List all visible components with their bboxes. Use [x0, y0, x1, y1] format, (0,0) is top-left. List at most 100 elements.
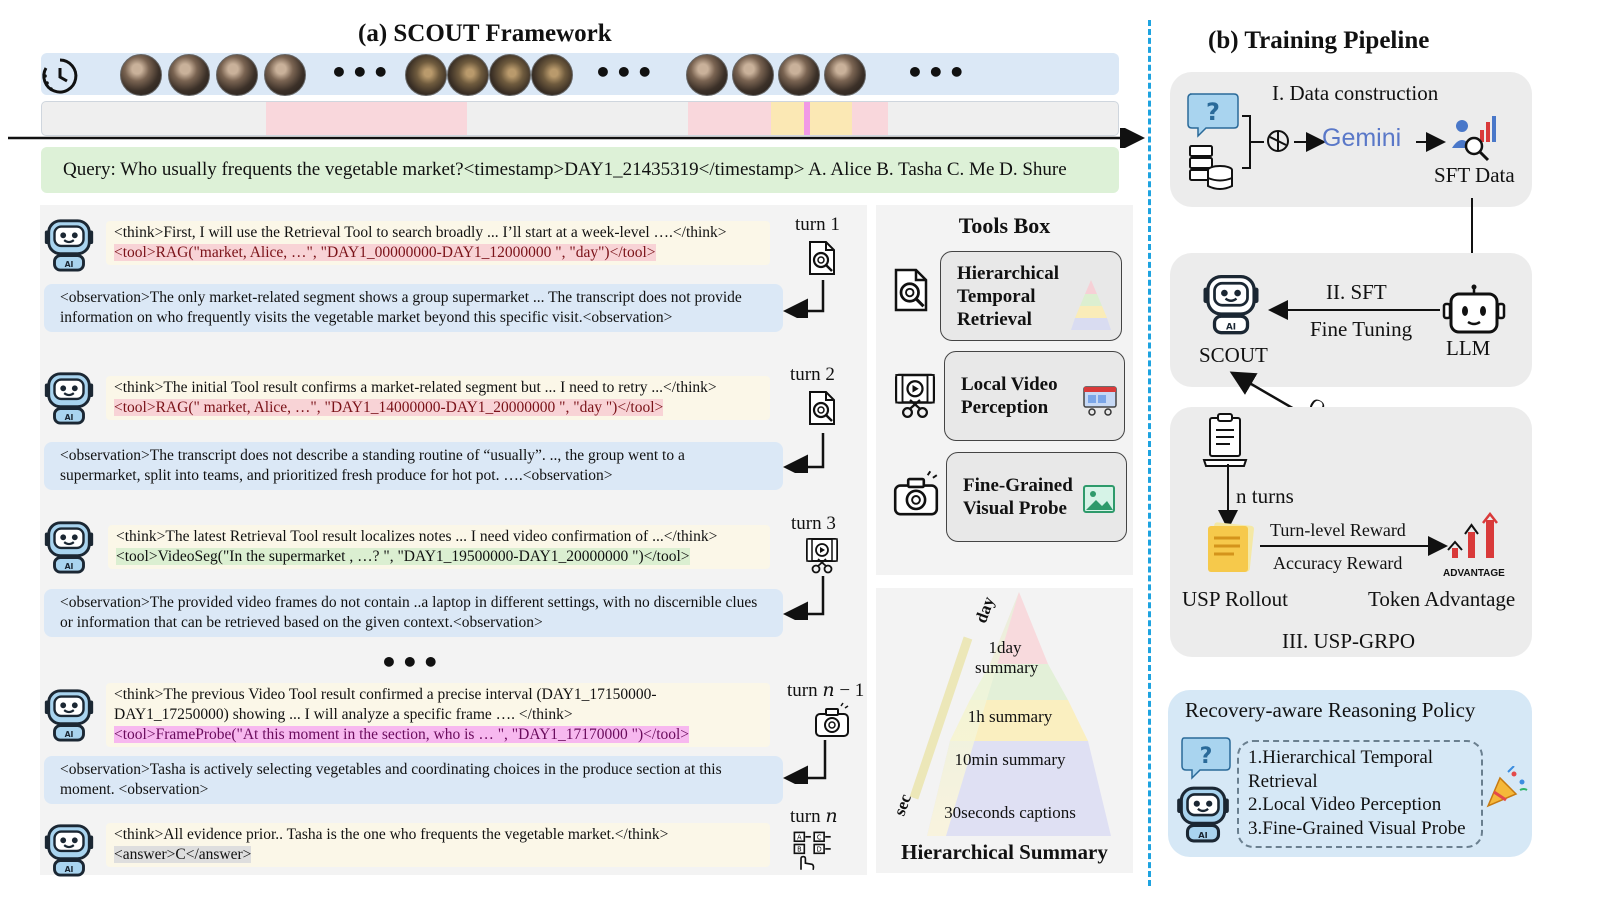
arrow-connector [1294, 132, 1326, 152]
summary-level: 30seconds captions [944, 803, 1076, 822]
token-advantage-label: Token Advantage [1368, 587, 1516, 611]
video-frame-thumbnail [447, 54, 489, 96]
image-icon [1083, 485, 1115, 513]
turn-label: turn 2 [790, 364, 835, 385]
think-block-turn-2: <think>The initial Tool result confirms … [106, 376, 770, 420]
checklist-document-icon [1202, 413, 1248, 467]
scout-agent-icon [40, 820, 98, 878]
tool-card-hierarchical-temporal-retrieval: Hierarchical Temporal Retrieval [940, 251, 1122, 341]
frame-group-2 [405, 54, 573, 96]
observation-text: <observation>The only market-related seg… [60, 289, 742, 326]
pipeline-title: (b) Training Pipeline [1208, 27, 1430, 54]
document-search-icon [886, 265, 936, 315]
video-frame-thumbnail [120, 54, 162, 96]
answer-tag: <answer>C</answer> [114, 846, 252, 863]
retrieval-track [41, 101, 1119, 136]
turns-ellipsis: ••• [380, 646, 443, 679]
film-strip-icon [1083, 386, 1117, 416]
policy-items-list: 1.Hierarchical Temporal Retrieval 2.Loca… [1248, 746, 1480, 840]
arrow-connector [1416, 132, 1446, 152]
scout-label: SCOUT [1199, 343, 1268, 367]
svg-text:?: ? [1200, 744, 1213, 769]
scout-agent-icon [1172, 782, 1234, 844]
fine-tuning-label: Fine Tuning [1310, 317, 1413, 341]
hierarchical-summary-title: Hierarchical Summary [901, 840, 1108, 864]
arrow-connector [1218, 464, 1238, 530]
policy-panel [1168, 690, 1532, 857]
party-popper-icon [1486, 766, 1528, 808]
question-database-icon: ? [1187, 93, 1239, 190]
scout-agent-icon [1198, 270, 1264, 336]
policy-item: 3.Fine-Grained Visual Probe [1248, 817, 1466, 839]
video-scissors-icon [890, 370, 940, 420]
tool-label: Hierarchical Temporal Retrieval [957, 262, 1060, 330]
observation-turn-3: <observation>The provided video frames d… [44, 589, 783, 637]
scout-agent-icon [40, 215, 98, 273]
think-block-turn-3: <think>The latest Retrieval Tool result … [108, 525, 770, 569]
multiple-choice-icon [790, 828, 834, 872]
tool-card-local-video-perception: Local Video Perception [944, 351, 1125, 441]
summary-level: 1day summary [975, 638, 1039, 677]
think-block-turn-n: <think>All evidence prior.. Tasha is the… [106, 823, 770, 867]
frame-group-1 [120, 54, 306, 96]
video-frame-thumbnail [778, 54, 820, 96]
observation-turn-1: <observation>The only market-related seg… [44, 284, 783, 332]
openai-logo-icon [1267, 130, 1289, 152]
video-frame-thumbnail [216, 54, 258, 96]
query-text: Query: Who usually frequents the vegetab… [63, 159, 1067, 180]
turn-label: turn 3 [791, 513, 836, 534]
tool-call-frameprobe: <tool>FrameProbe("At this moment in the … [114, 726, 690, 743]
usp-rollout-label: USP Rollout [1182, 587, 1289, 611]
summary-pyramid [909, 592, 1111, 836]
llm-robot-icon [1442, 284, 1506, 334]
advantage-badge: ADVANTAGE [1443, 568, 1505, 579]
video-frame-thumbnail [489, 54, 531, 96]
framework-title: (a) SCOUT Framework [358, 20, 612, 47]
observation-text: <observation>Tasha is actively selecting… [60, 761, 722, 798]
observation-text: <observation>The transcript does not des… [60, 447, 685, 484]
policy-item: 1.Hierarchical Temporal Retrieval [1248, 747, 1434, 792]
think-text: <think>The previous Video Tool result co… [114, 686, 657, 723]
think-text: <think>First, I will use the Retrieval T… [114, 224, 727, 241]
observation-turn-n-1: <observation>Tasha is actively selecting… [44, 756, 783, 804]
section-divider [1148, 20, 1151, 886]
document-search-icon [802, 388, 842, 428]
scout-agent-icon [40, 368, 98, 426]
video-frame-thumbnail [732, 54, 774, 96]
tool-label: Local Video Perception [961, 374, 1058, 418]
frame-group-3 [686, 54, 866, 96]
tool-label: Fine-Grained Visual Probe [963, 475, 1073, 519]
advantage-chart-icon [1447, 512, 1498, 558]
policy-title: Recovery-aware Reasoning Policy [1185, 698, 1476, 722]
tools-box-title: Tools Box [958, 213, 1051, 238]
bracket-connector [1242, 115, 1264, 169]
video-frame-thumbnail [264, 54, 306, 96]
arrow-connector [1268, 300, 1440, 320]
policy-item: 2.Local Video Perception [1248, 794, 1442, 815]
retrieved-segment [266, 102, 467, 135]
think-block-turn-n-1: <think>The previous Video Tool result co… [106, 683, 770, 747]
tool-call-videoseg: <tool>VideoSeg("In the supermarket , …? … [116, 548, 690, 565]
video-scissors-icon [802, 535, 842, 575]
llm-label: LLM [1446, 336, 1491, 360]
camera-icon [812, 702, 852, 742]
observation-turn-2: <observation>The transcript does not des… [44, 442, 783, 490]
probed-frame-marker [804, 102, 810, 135]
data-analytics-icon [1452, 116, 1496, 162]
timeline-ellipsis: ••• [906, 56, 969, 89]
think-text: <think>All evidence prior.. Tasha is the… [114, 826, 669, 843]
think-text: <think>The latest Retrieval Tool result … [116, 528, 718, 545]
svg-text:?: ? [1206, 98, 1220, 126]
sft-data-label: SFT Data [1434, 163, 1515, 187]
time-axis-arrow [8, 128, 1145, 148]
tool-call-rag: <tool>RAG(" market, Alice, …", "DAY1_140… [114, 399, 664, 416]
scout-agent-icon [40, 517, 98, 575]
usp-grpo-title: III. USP-GRPO [1282, 629, 1416, 653]
return-arrow [783, 433, 825, 473]
n-turns-label: n turns [1236, 484, 1294, 508]
tool-call-rag: <tool>RAG("market, Alice, …", "DAY1_0000… [114, 244, 656, 261]
tool-card-fine-grained-visual-probe: Fine-Grained Visual Probe [946, 452, 1127, 542]
stage-1-title: I. Data construction [1272, 81, 1439, 105]
accuracy-reward-label: Accuracy Reward [1273, 553, 1403, 573]
document-search-icon [802, 238, 842, 278]
